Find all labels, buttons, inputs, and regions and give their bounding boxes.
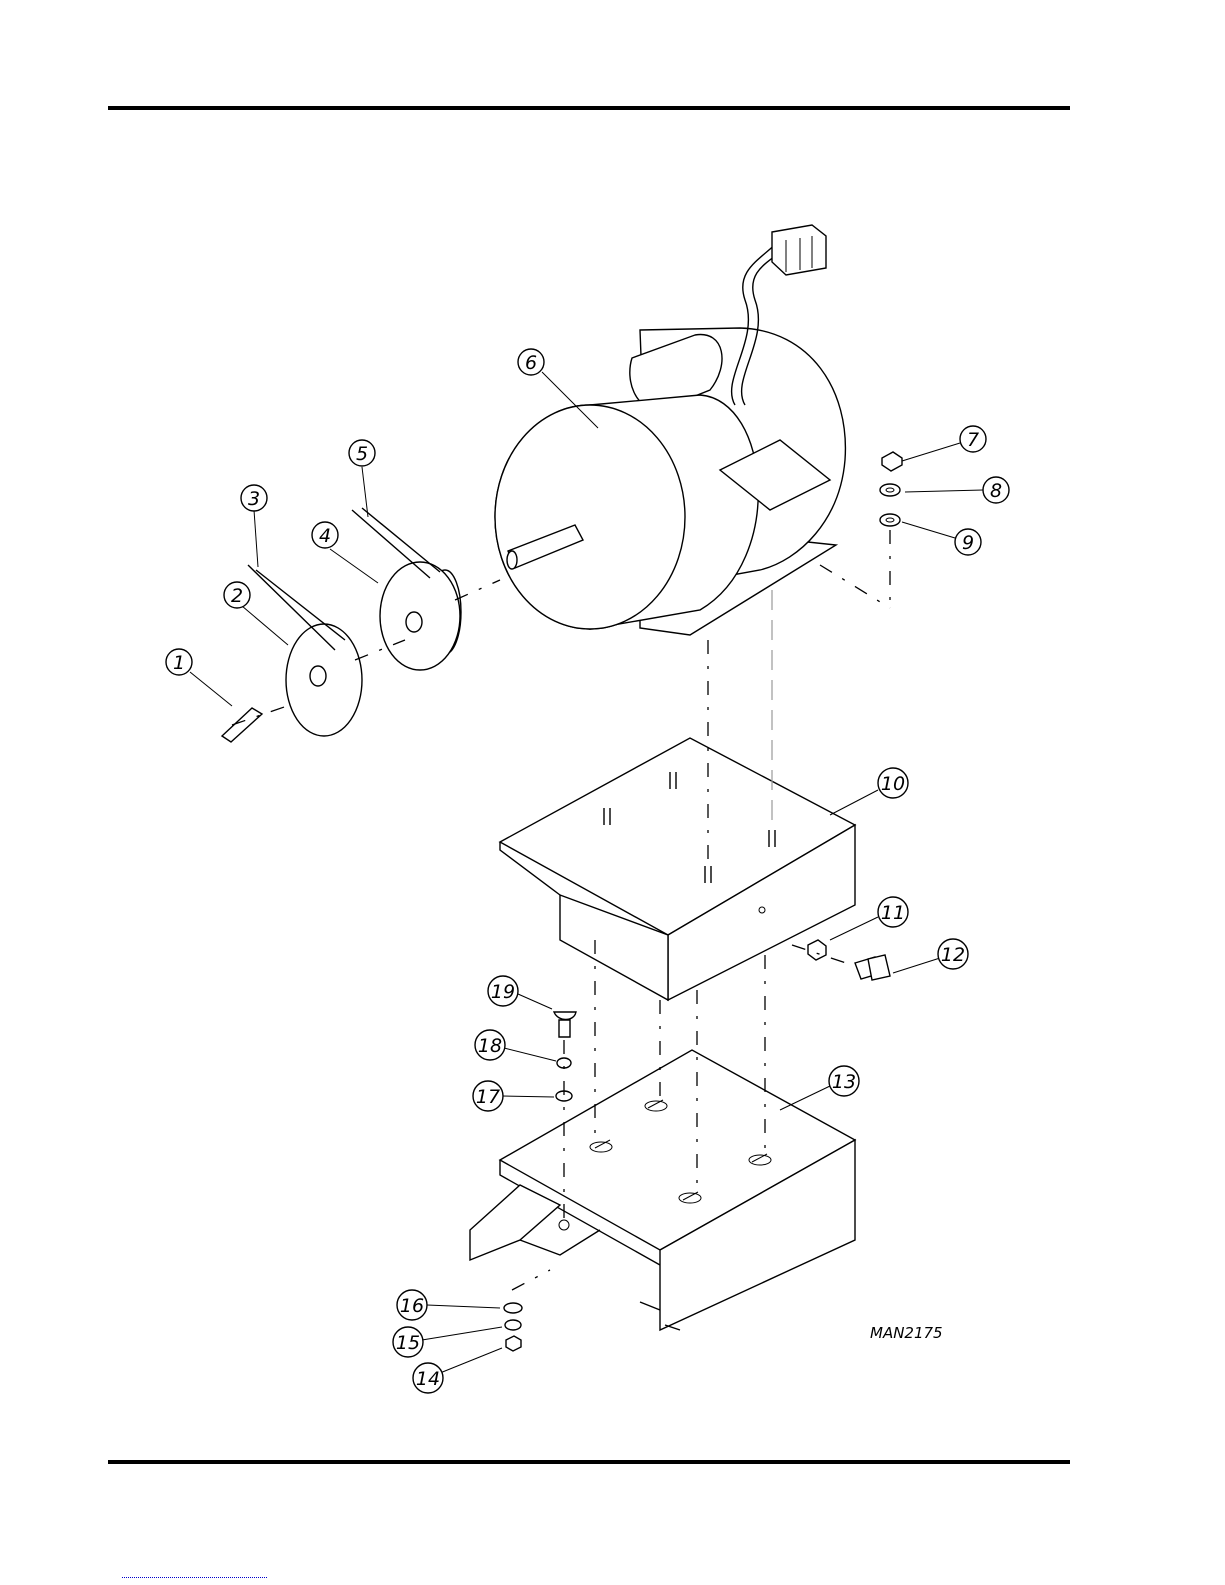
- bolt-part-12: [855, 955, 890, 980]
- nut-part-7: [882, 452, 902, 471]
- callout-11: 11: [878, 897, 908, 927]
- svg-text:3: 3: [248, 488, 260, 510]
- svg-text:17: 17: [476, 1086, 500, 1108]
- washer-part-9: [880, 514, 900, 526]
- callout-2: 2: [224, 582, 250, 608]
- lockwasher-part-8: [880, 484, 900, 496]
- mount-plate-part-10: [500, 738, 855, 1000]
- nut-part-14: [506, 1336, 521, 1351]
- callout-6: 6: [518, 349, 544, 375]
- pulley-part-4: [380, 562, 461, 670]
- drawing-code: MAN2175: [870, 1324, 943, 1342]
- svg-text:8: 8: [990, 480, 1002, 502]
- lockwasher-part-15: [505, 1320, 521, 1330]
- key-part-1: [222, 708, 262, 742]
- svg-text:18: 18: [478, 1035, 502, 1057]
- callout-10: 10: [878, 768, 908, 798]
- svg-text:11: 11: [881, 902, 905, 924]
- svg-text:16: 16: [400, 1295, 424, 1317]
- svg-text:1: 1: [173, 652, 185, 674]
- callout-15: 15: [393, 1327, 423, 1357]
- callout-19: 19: [488, 976, 518, 1006]
- svg-text:13: 13: [832, 1071, 856, 1093]
- callout-4: 4: [312, 522, 338, 548]
- callout-1: 1: [166, 649, 192, 675]
- washer-part-16: [504, 1303, 522, 1313]
- callout-9: 9: [955, 529, 981, 555]
- callout-5: 5: [349, 440, 375, 466]
- callout-17: 17: [473, 1081, 503, 1111]
- callout-18: 18: [475, 1030, 505, 1060]
- svg-text:19: 19: [491, 981, 515, 1003]
- svg-text:10: 10: [881, 773, 905, 795]
- svg-text:2: 2: [231, 585, 243, 607]
- nut-part-11: [808, 940, 826, 960]
- motor-assembly: [495, 225, 845, 635]
- carriage-bolt-part-19: [554, 1012, 576, 1037]
- svg-text:6: 6: [525, 352, 537, 374]
- callout-14: 14: [413, 1363, 443, 1393]
- svg-text:5: 5: [356, 443, 368, 465]
- base-bracket-part-13: [470, 1050, 855, 1330]
- svg-text:14: 14: [416, 1368, 440, 1390]
- svg-text:12: 12: [941, 944, 965, 966]
- svg-text:9: 9: [962, 532, 974, 554]
- callout-16: 16: [397, 1290, 427, 1320]
- callout-8: 8: [983, 477, 1009, 503]
- svg-text:15: 15: [396, 1332, 420, 1354]
- svg-text:7: 7: [967, 429, 979, 451]
- callout-3: 3: [241, 485, 267, 511]
- callout-12: 12: [938, 939, 968, 969]
- callout-7: 7: [960, 426, 986, 452]
- pulley-part-2: [286, 624, 362, 736]
- callout-13: 13: [829, 1066, 859, 1096]
- svg-text:4: 4: [319, 525, 331, 547]
